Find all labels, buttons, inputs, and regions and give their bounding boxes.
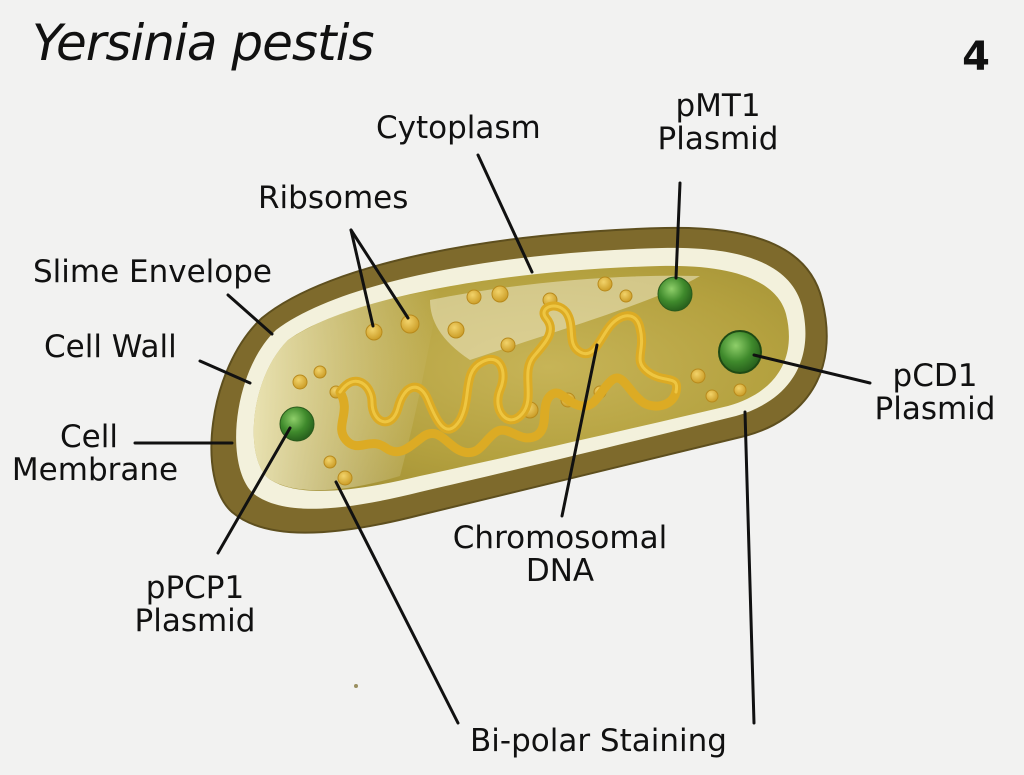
leader-ribosomes-b [349,228,410,320]
leader-pmt1 [674,181,682,280]
leader-cell-wall [198,359,252,385]
label-pmt1-plasmid: pMT1 Plasmid [657,88,779,158]
label-slime-envelope: Slime Envelope [33,254,273,290]
diagram-title: Yersinia pestis [32,14,375,72]
label-cytoplasm: Cytoplasm [376,110,541,146]
label-cell-wall: Cell Wall [44,329,177,365]
pcd1-plasmid [718,330,762,374]
leader-pcd1 [752,353,872,385]
leader-bipolar-right [743,410,756,725]
label-bipolar-staining: Bi-polar Staining [470,723,727,759]
pmt1-plasmid [657,276,693,312]
leader-slime-envelope [226,293,274,336]
leader-ppcp1 [216,426,292,555]
label-ribosomes: Ribsomes [258,180,409,216]
label-pcd1-plasmid: pCD1 Plasmid [874,358,996,428]
speck [354,684,358,688]
label-ppcp1-plasmid: pPCP1 Plasmid [134,570,256,640]
leader-chromosomal-dna [560,343,599,518]
label-chromosomal-dna: Chromosomal DNA [452,520,668,590]
label-cell-membrane: Cell Membrane [11,419,179,489]
chromosomal-dna-highlight [338,304,679,431]
leader-bipolar-left [334,480,460,725]
leader-lines [133,153,872,725]
leader-ribosomes-a [349,228,375,328]
figure-number: 4 [962,34,990,80]
leader-cytoplasm [476,153,534,274]
